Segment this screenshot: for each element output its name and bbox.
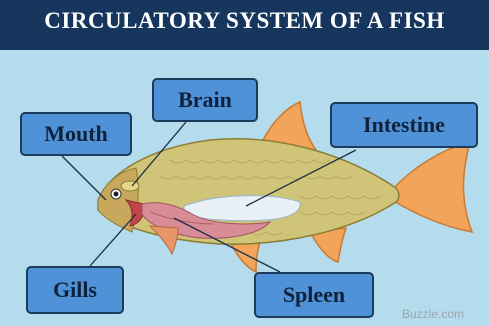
pectoral-fin bbox=[150, 226, 178, 254]
label-spleen: Spleen bbox=[254, 272, 374, 318]
brain-organ bbox=[121, 181, 139, 191]
watermark: Buzzle.com bbox=[402, 307, 464, 321]
label-brain: Brain bbox=[152, 78, 258, 122]
label-gills: Gills bbox=[26, 266, 124, 314]
label-mouth: Mouth bbox=[20, 112, 132, 156]
tail-fin bbox=[392, 142, 472, 232]
label-intestine: Intestine bbox=[330, 102, 478, 148]
